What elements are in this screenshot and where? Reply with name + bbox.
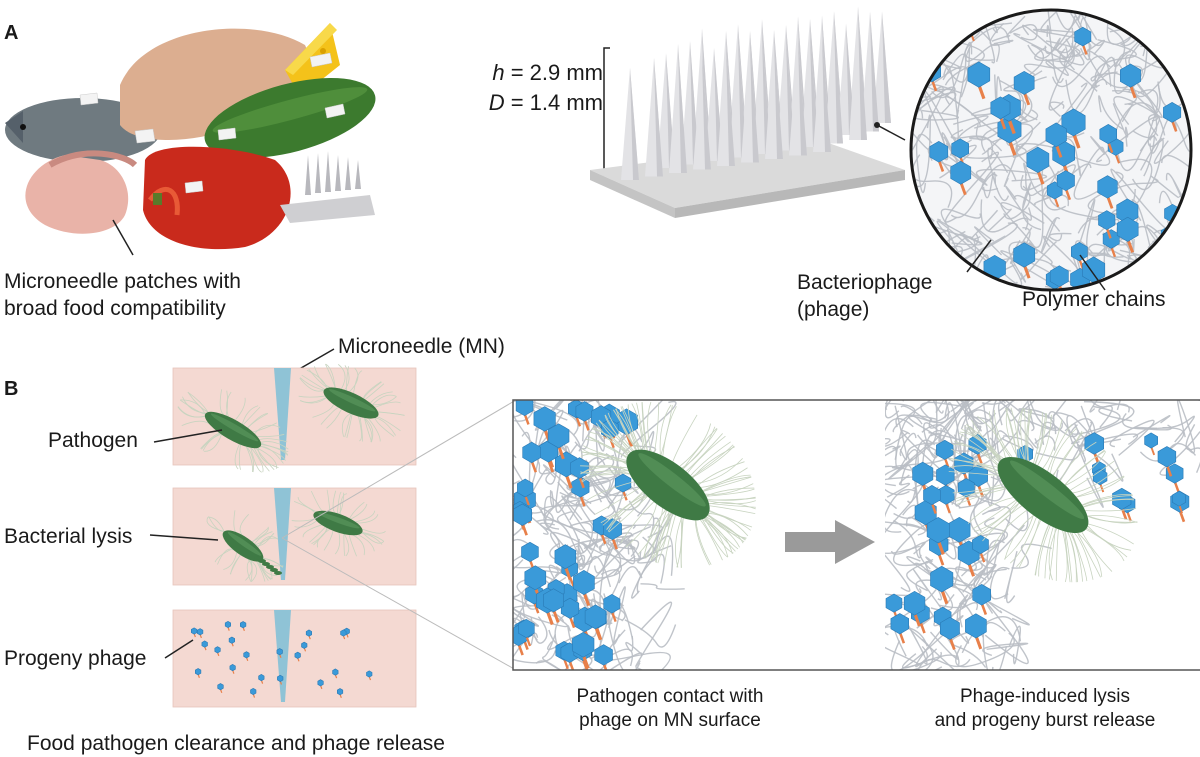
pathogen-leader-line xyxy=(153,429,223,443)
polymer-phage-zoom-circle xyxy=(909,8,1193,292)
progeny-phage-label: Progeny phage xyxy=(4,647,147,670)
bell-pepper-illustration xyxy=(143,146,291,250)
zoom-connector-lines xyxy=(281,399,517,671)
panel-letter-a: A xyxy=(4,22,19,44)
contact-caption-line2: phage on MN surface xyxy=(579,710,761,731)
diameter-dimension-label: D = 1.4 mm xyxy=(488,90,603,115)
panel-letter-b: B xyxy=(4,378,19,400)
microneedle-patch-illustration xyxy=(590,6,906,218)
lysis-caption-line2: and progeny burst release xyxy=(934,710,1156,731)
panel-b-bottom-caption: Food pathogen clearance and phage releas… xyxy=(27,732,445,755)
process-arrow-icon xyxy=(785,520,875,564)
pathogen-label: Pathogen xyxy=(48,429,138,452)
shrimp-illustration xyxy=(25,155,129,234)
mn-surface-zoom-box xyxy=(512,399,1200,671)
mini-patch-illustration xyxy=(280,195,375,223)
food-caption-line1: Microneedle patches with xyxy=(4,270,241,293)
contact-caption-line1: Pathogen contact with xyxy=(576,686,764,707)
stage-boxes xyxy=(172,363,417,708)
polymer-chains-label: Polymer chains xyxy=(1022,288,1166,311)
height-dimension-label: h = 2.9 mm xyxy=(492,60,603,85)
food-caption-line2: broad food compatibility xyxy=(4,297,226,320)
microneedle-mn-label: Microneedle (MN) xyxy=(338,335,505,358)
lysis-leader-line xyxy=(149,534,219,541)
bacteriophage-label-line1: Bacteriophage xyxy=(797,271,933,294)
progeny-leader-line xyxy=(164,639,194,659)
food-collage-illustration xyxy=(5,23,376,256)
lysis-caption-line1: Phage-induced lysis xyxy=(959,686,1131,707)
bacteriophage-label-line2: (phage) xyxy=(797,298,870,321)
bacterial-lysis-label: Bacterial lysis xyxy=(4,525,133,548)
